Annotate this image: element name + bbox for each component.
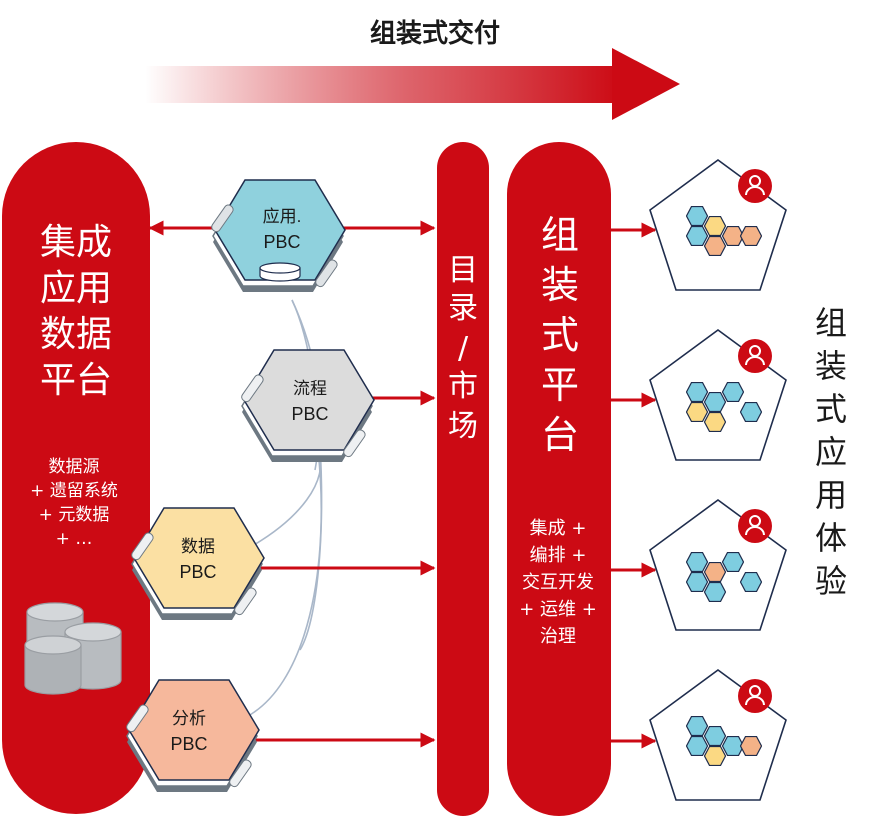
database-icon: [24, 602, 122, 695]
pbc-process: 流程 PBC: [241, 349, 375, 462]
catalog-line-3: /: [458, 331, 469, 366]
catalog-line-5: 场: [448, 409, 478, 444]
composable-title-line-1: 组: [541, 213, 579, 257]
capability-line-2: 编排 +: [530, 545, 587, 566]
experience-line-7: 验: [815, 562, 847, 600]
pbc-data-line-1: 数据: [181, 537, 215, 556]
platform-title-line-2: 应用: [40, 268, 112, 309]
experience-app-4: [649, 669, 787, 801]
pbc-data: 数据 PBC: [131, 507, 265, 620]
pbc-analytics-line-2: PBC: [170, 734, 207, 754]
pbc-arrows: [243, 220, 436, 748]
composable-title-line-3: 式: [541, 313, 579, 357]
source-line-4: + …: [56, 529, 93, 549]
user-icon: [738, 339, 772, 373]
catalog-line-4: 市: [448, 369, 478, 404]
pbc-application-line-2: PBC: [263, 232, 300, 252]
composable-platform: [507, 142, 611, 816]
experience-line-2: 装: [815, 347, 847, 385]
title: 组装式交付: [370, 18, 500, 49]
user-icon: [738, 509, 772, 543]
delivery-arrow: [145, 48, 680, 120]
experience-line-6: 体: [815, 519, 847, 557]
platform-title-line-1: 集成: [40, 222, 112, 263]
capability-line-4: + 运维 +: [519, 599, 597, 620]
platform-title-line-4: 平台: [40, 360, 112, 401]
source-line-3: + 元数据: [39, 505, 110, 525]
experience-app-1: [649, 159, 787, 291]
pbc-process-line-2: PBC: [291, 404, 328, 424]
composable-title-line-2: 装: [541, 263, 579, 307]
capability-line-3: 交互开发: [522, 572, 594, 593]
source-line-1: 数据源: [49, 457, 100, 477]
experience-line-5: 用: [815, 476, 847, 514]
experience-line-3: 式: [815, 390, 847, 428]
catalog-line-2: 录: [448, 291, 478, 326]
experience-app-2: [649, 329, 787, 461]
source-line-2: + 遗留系统: [30, 481, 118, 501]
experience-app-3: [649, 499, 787, 631]
experience-line-4: 应: [815, 433, 847, 471]
platform-title-line-3: 数据: [40, 314, 112, 355]
pbc-data-line-2: PBC: [179, 562, 216, 582]
user-icon: [738, 169, 772, 203]
capability-line-5: 治理: [540, 626, 576, 647]
composable-title-line-5: 台: [541, 413, 579, 457]
experience-line-1: 组: [815, 304, 847, 342]
capability-line-1: 集成 +: [530, 518, 587, 539]
pbc-application-line-1: 应用.: [263, 207, 302, 226]
experience-arrows: [611, 222, 657, 749]
pbc-analytics-line-1: 分析: [172, 709, 206, 728]
pbc-analytics: 分析 PBC: [126, 679, 260, 792]
user-icon: [738, 679, 772, 713]
catalog-line-1: 目: [448, 253, 478, 288]
database-icon: [259, 262, 301, 282]
composable-title-line-4: 平: [541, 363, 579, 407]
pbc-application: 应用. PBC: [211, 179, 346, 292]
pbc-process-line-1: 流程: [293, 379, 327, 398]
catalog-marketplace: [437, 142, 489, 816]
